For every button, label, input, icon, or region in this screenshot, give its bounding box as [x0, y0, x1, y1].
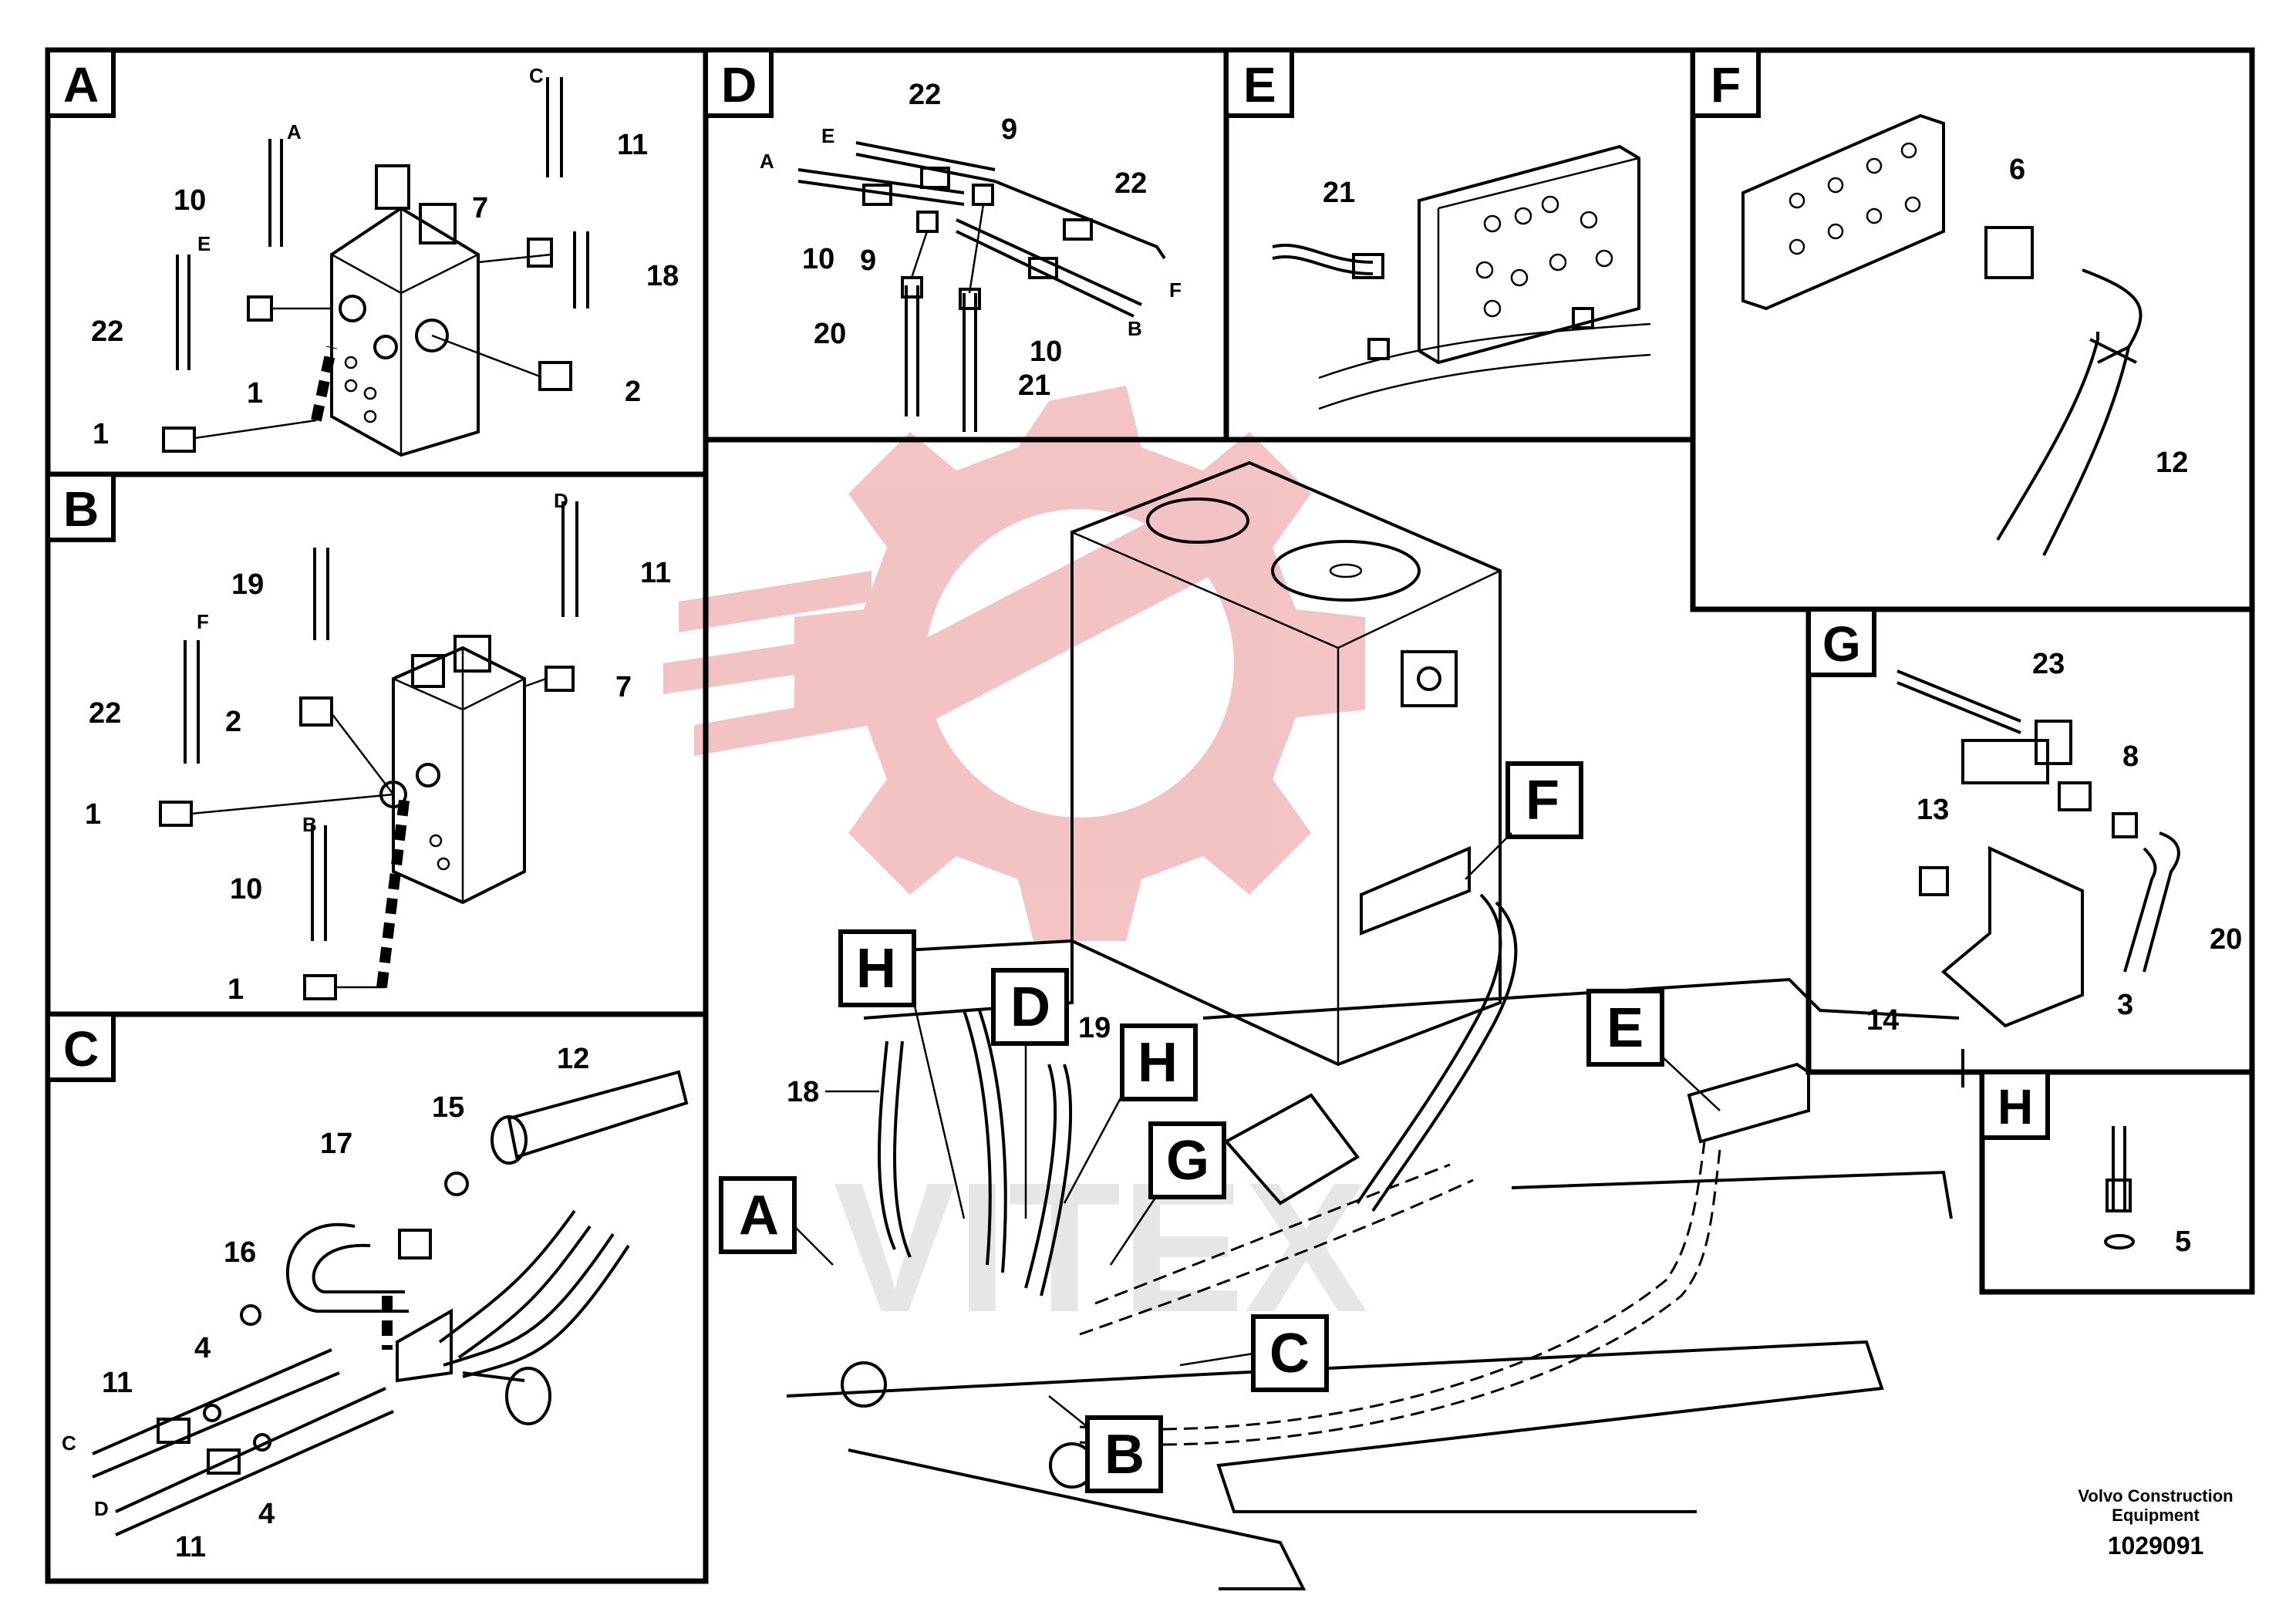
panel-b-drawing: [159, 501, 578, 1000]
panel-letter-f: F: [1711, 57, 1741, 113]
panel-d-label-22-left: 22: [909, 79, 941, 111]
footer-drawing-number: 1029091: [2108, 1532, 2204, 1560]
panel-a-label-a: A: [287, 120, 302, 143]
panel-letter-c: C: [63, 1021, 99, 1077]
panel-a-label-2: 2: [625, 376, 641, 408]
panel-d-label-f: F: [1169, 278, 1182, 302]
panel-f-label-6: 6: [2009, 153, 2025, 186]
panel-b-label-2: 2: [225, 706, 241, 738]
footer-company-line1: Volvo Construction: [2078, 1486, 2233, 1506]
panel-g-label-8: 8: [2122, 740, 2139, 773]
footer-company-line2: Equipment: [2112, 1506, 2200, 1525]
watermark-logo: [663, 386, 1365, 941]
panel-g-drawing: [1896, 669, 2180, 1088]
panel-c-label-15: 15: [432, 1091, 464, 1124]
main-machine-drawing: [786, 460, 1960, 1590]
panel-letter-g: G: [1822, 616, 1861, 672]
panel-a-label-18: 18: [646, 260, 679, 292]
panel-c-label-4-upper: 4: [194, 1332, 211, 1364]
panel-letter-e: E: [1243, 57, 1276, 113]
panel-d-drawing: [797, 141, 1166, 432]
panel-a-label-e: E: [197, 232, 211, 255]
panel-letter-h: H: [1998, 1079, 2033, 1135]
panel-g-label-23: 23: [2032, 648, 2065, 680]
panel-d-label-a: A: [760, 150, 774, 173]
panel-d-label-10-left: 10: [802, 243, 834, 275]
panel-b-label-7: 7: [615, 671, 632, 703]
panel-d-label-22-right: 22: [1114, 167, 1147, 200]
main-callout-a: A: [739, 1185, 779, 1246]
panel-e-label-21: 21: [1323, 177, 1355, 209]
panel-d-label-e: E: [821, 124, 834, 147]
panel-b-label-11: 11: [640, 557, 671, 589]
panel-e-drawing: [1272, 144, 1651, 410]
panel-b-label-1-upper: 1: [85, 798, 101, 831]
main-callout-g: G: [1166, 1130, 1209, 1192]
panel-d-label-9-lower: 9: [860, 244, 876, 277]
panel-b-label-10: 10: [230, 873, 262, 905]
panel-g-label-20: 20: [2210, 923, 2242, 956]
main-label-19: 19: [1078, 1012, 1111, 1044]
main-label-18: 18: [787, 1076, 819, 1108]
panel-h-drawing: [2104, 1126, 2135, 1249]
main-callout-b: B: [1104, 1424, 1145, 1485]
main-callout-h-left: H: [856, 938, 896, 1000]
panel-b-label-22: 22: [89, 697, 121, 730]
main-callout-e: E: [1607, 997, 1644, 1059]
panel-d-label-9-top: 9: [1001, 113, 1017, 146]
panel-c-label-d: D: [94, 1497, 109, 1520]
panel-h-label-5: 5: [2175, 1226, 2191, 1258]
panel-b-label-f: F: [197, 610, 209, 633]
panel-a-label-1-lower: 1: [93, 418, 109, 450]
panel-a-label-22: 22: [91, 315, 123, 348]
panel-b-label-b: B: [302, 813, 317, 836]
panel-a-label-11: 11: [617, 129, 648, 161]
panel-c-label-c: C: [62, 1431, 76, 1455]
panel-c-label-17: 17: [320, 1128, 352, 1160]
panel-a-drawing: [162, 77, 589, 457]
panel-c-label-16: 16: [224, 1236, 256, 1269]
panel-letter-boxes: [46, 48, 2050, 1140]
panel-g-label-14: 14: [1866, 1004, 1899, 1037]
panel-d-label-b: B: [1128, 317, 1142, 340]
main-callout-f: F: [1526, 770, 1559, 831]
panel-d-label-10-right: 10: [1030, 336, 1062, 368]
panel-f-drawing: [1741, 113, 2143, 556]
panel-letter-b: B: [63, 481, 99, 537]
panel-c-label-11-lower: 11: [175, 1531, 206, 1563]
panel-b-label-d: D: [554, 489, 568, 512]
panel-c-label-12: 12: [557, 1043, 589, 1075]
panel-b-label-1-lower: 1: [228, 973, 244, 1006]
panel-b-label-19: 19: [231, 568, 264, 601]
panel-letter-d: D: [721, 57, 757, 113]
panel-d-label-20: 20: [814, 318, 846, 350]
panel-f-label-12: 12: [2156, 447, 2188, 479]
panel-a-label-1-upper: 1: [247, 377, 263, 410]
main-callout-d: D: [1010, 976, 1050, 1038]
panel-letter-a: A: [63, 57, 99, 113]
panel-c-label-4-lower: 4: [258, 1498, 275, 1530]
main-callout-c: C: [1269, 1323, 1310, 1384]
panel-a-label-10: 10: [174, 184, 206, 217]
panel-c-drawing: [92, 1070, 689, 1536]
panel-c-label-11-upper: 11: [102, 1367, 133, 1399]
main-callout-h-right: H: [1138, 1032, 1178, 1094]
panel-g-label-13: 13: [1917, 794, 1949, 826]
panel-a-label-7: 7: [472, 192, 488, 224]
panel-a-label-c: C: [529, 64, 544, 87]
panel-d-label-21: 21: [1018, 369, 1050, 402]
panel-g-label-3: 3: [2117, 989, 2133, 1021]
main-callout-boxes: [719, 761, 1721, 1493]
